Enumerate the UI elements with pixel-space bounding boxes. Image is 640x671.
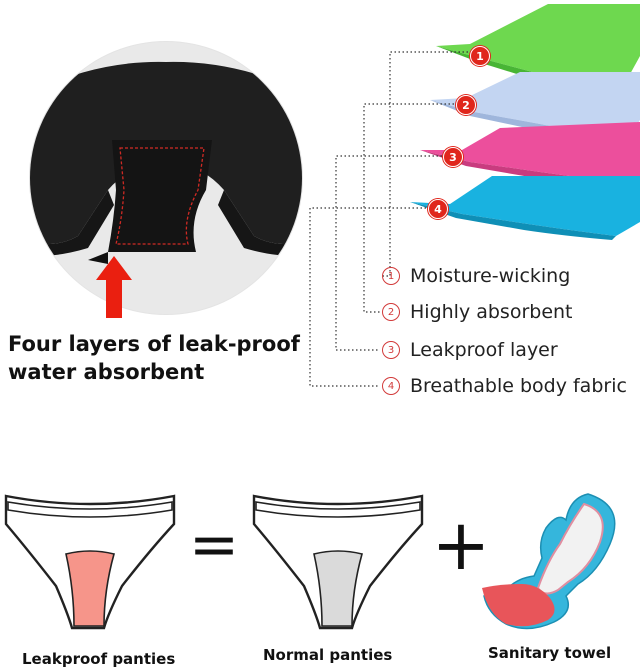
layer-3-sheet: [420, 122, 640, 184]
equals-sign: =: [188, 510, 240, 580]
headline-line1: Four layers of leak-proof: [8, 332, 300, 356]
normal-panties-illustration: [252, 494, 424, 630]
leakproof-panties-illustration: [4, 494, 176, 630]
layer-legend-item-1: 1 Moisture-wicking: [382, 262, 570, 290]
layer-legend-item-4: 4 Breathable body fabric: [382, 372, 627, 400]
arrow-up-icon: [96, 256, 132, 318]
layer-legend-label: Highly absorbent: [410, 301, 573, 323]
headline: Four layers of leak-proof water absorben…: [8, 330, 308, 386]
layer-legend-label: Moisture-wicking: [410, 265, 571, 287]
layer-4-badge: 4: [428, 199, 448, 219]
layer-2-badge: 2: [456, 95, 476, 115]
layer-4-sheet: [410, 176, 640, 236]
layer-legend-label: Leakproof layer: [410, 339, 558, 361]
layer-2-sheet: [430, 72, 640, 138]
layer-legend-number: 1: [382, 267, 400, 285]
sanitary-towel-illustration: [482, 493, 616, 630]
layer-legend-number: 4: [382, 377, 400, 395]
caption-leakproof-panties: Leakproof panties: [22, 650, 176, 668]
plus-sign: +: [431, 504, 491, 586]
caption-sanitary-towel: Sanitary towel: [488, 644, 612, 662]
layer-legend-label: Breathable body fabric: [410, 375, 627, 397]
layer-legend-number: 3: [382, 341, 400, 359]
headline-line2: water absorbent: [8, 360, 205, 384]
product-photo-circle: [28, 40, 304, 316]
caption-normal-panties: Normal panties: [263, 646, 393, 664]
layer-legend-item-3: 3 Leakproof layer: [382, 336, 558, 364]
layer-legend-item-2: 2 Highly absorbent: [382, 298, 573, 326]
layer-legend-number: 2: [382, 303, 400, 321]
layer-stack-diagram: [309, 4, 640, 387]
layer-1-badge: 1: [470, 46, 490, 66]
layer-3-badge: 3: [443, 147, 463, 167]
